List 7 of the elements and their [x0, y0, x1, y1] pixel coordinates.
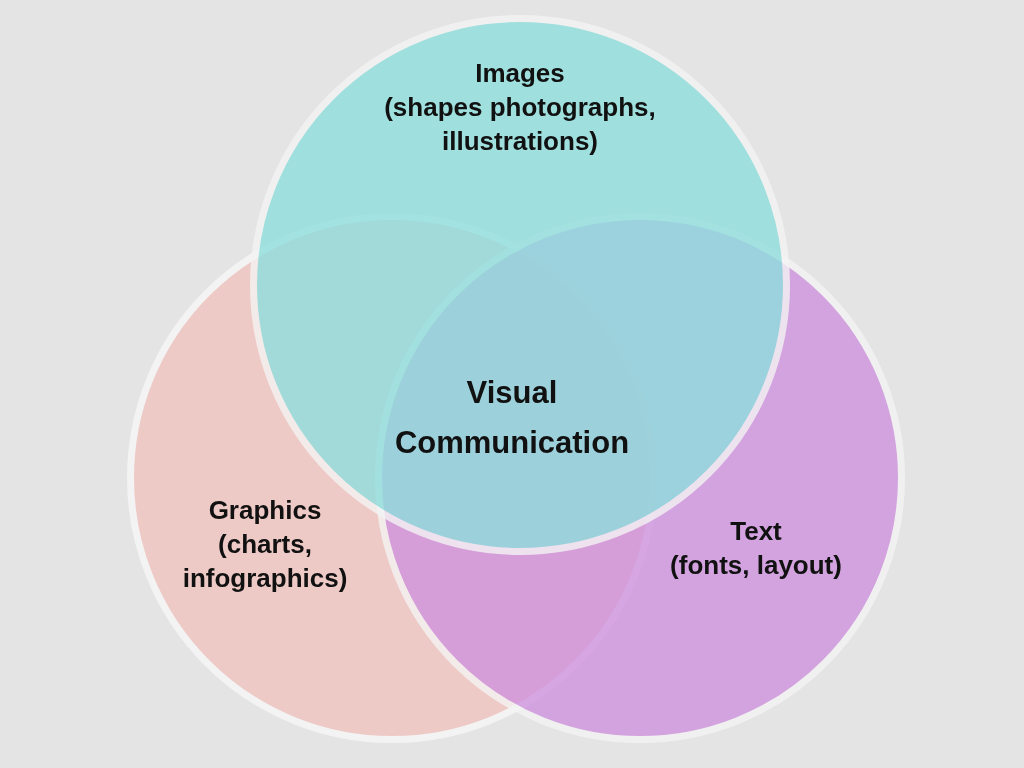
circle-description: (fonts, layout)	[670, 549, 842, 582]
circle-title: Graphics	[208, 494, 322, 527]
circle-title: Images	[475, 57, 565, 90]
circle-title: Text	[730, 515, 782, 548]
circle-description: (charts, infographics)	[181, 528, 349, 595]
circle-description: (shapes photographs, illustrations)	[383, 91, 657, 158]
center-label: Visual Communication	[393, 374, 631, 462]
